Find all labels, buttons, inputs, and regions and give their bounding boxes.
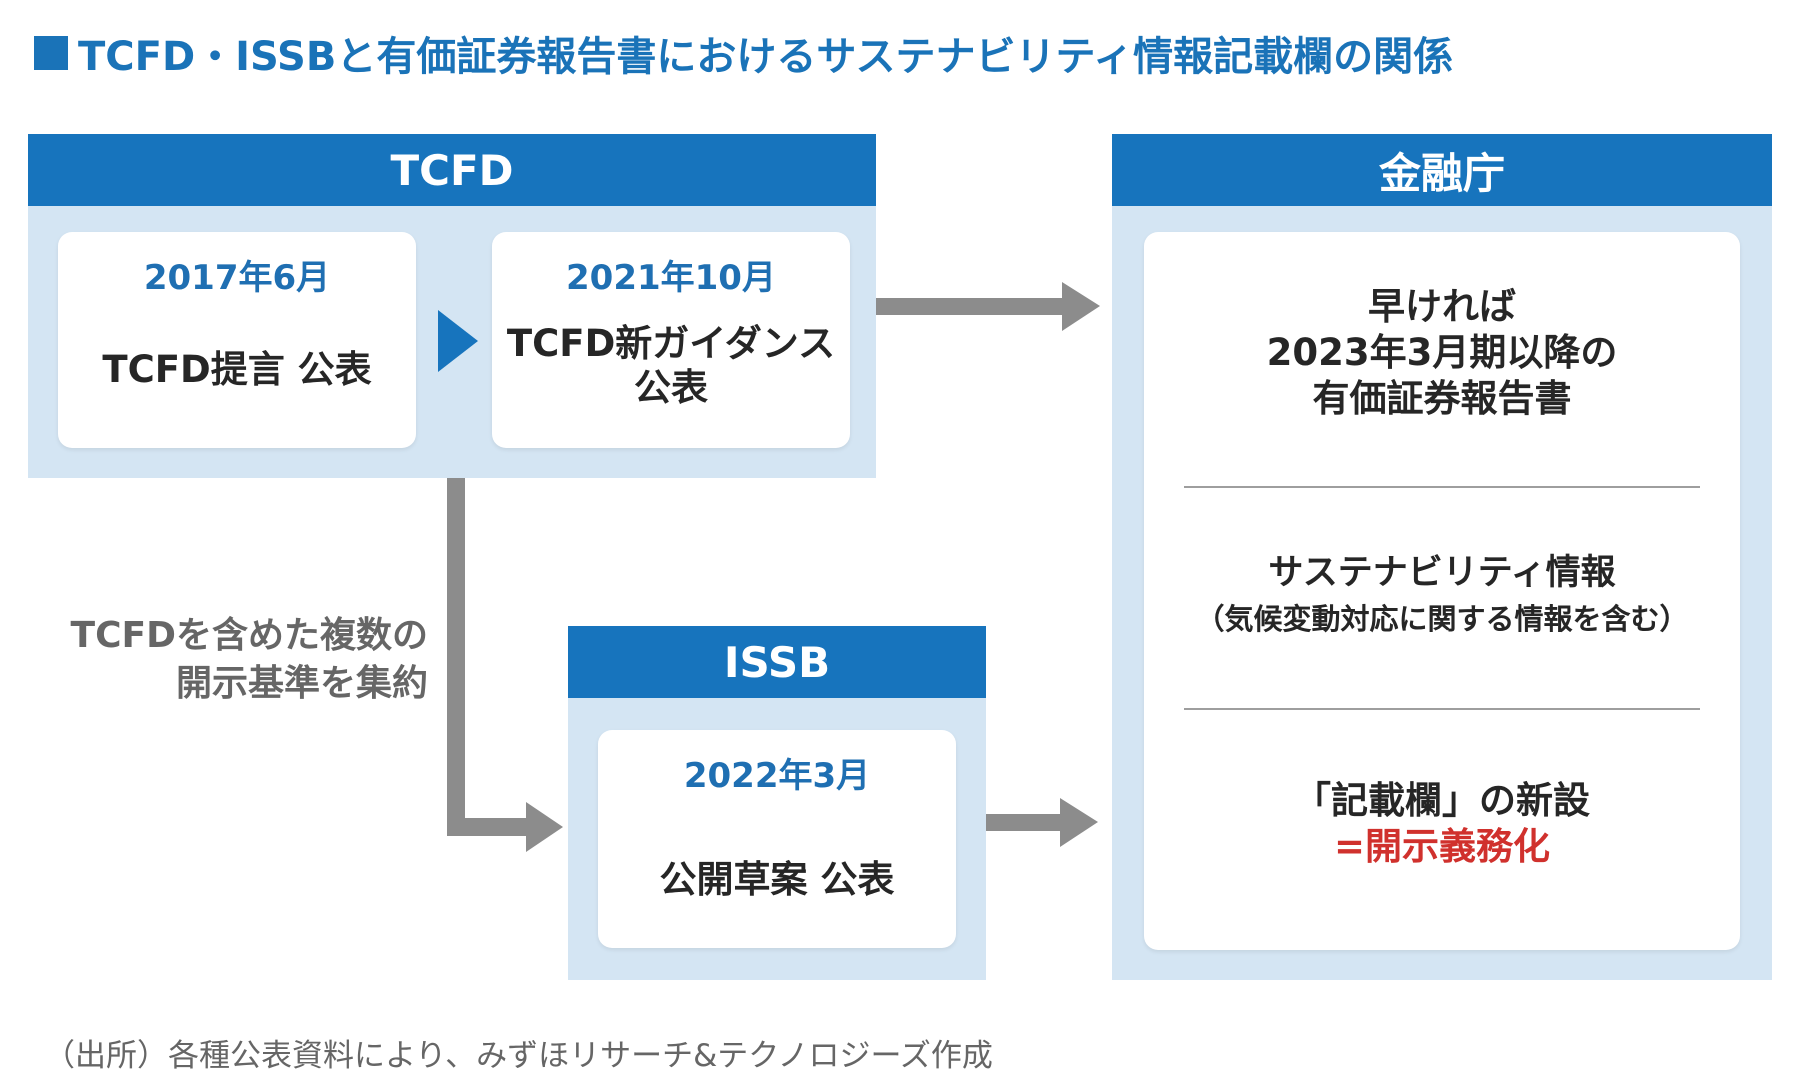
tcfd-event-card-2017: 2017年6月 TCFD提言 公表	[58, 232, 416, 448]
fsa-content-line1: サステナビリティ情報	[1268, 553, 1616, 593]
timeline-triangle-icon	[438, 310, 478, 372]
divider	[1184, 708, 1700, 710]
fsa-mandate-line1: 「記載欄」の新設	[1294, 779, 1590, 822]
fsa-timing-line2: 2023年3月期以降の	[1266, 331, 1618, 374]
diagram-title-text: TCFD・ISSBと有価証券報告書におけるサステナビリティ情報記載欄の関係	[78, 34, 1454, 80]
fsa-panel-header: 金融庁	[1112, 134, 1772, 206]
fsa-mandate-emphasis: =開示義務化	[1333, 825, 1550, 868]
fsa-timing-line3: 有価証券報告書	[1312, 377, 1572, 420]
arrow-tcfd-to-fsa	[872, 282, 1100, 331]
aggregation-note-line1: TCFDを含めた複数の	[70, 615, 428, 656]
fsa-content-block: サステナビリティ情報 （気候変動対応に関する情報を含む）	[1144, 550, 1740, 642]
source-note: （出所）各種公表資料により、みずほリサーチ&テクノロジーズ作成	[44, 1038, 993, 1074]
event-description: TCFD提言 公表	[102, 348, 372, 391]
arrow-tcfd-to-issb	[447, 478, 563, 852]
issb-panel: ISSB 2022年3月 公開草案 公表	[568, 626, 986, 980]
square-bullet-icon	[34, 36, 68, 70]
fsa-timing-line1: 早ければ	[1368, 285, 1516, 328]
issb-panel-header: ISSB	[568, 626, 986, 698]
aggregation-note-line2: 開示基準を集約	[175, 663, 428, 704]
diagram-title: TCFD・ISSBと有価証券報告書におけるサステナビリティ情報記載欄の関係	[34, 22, 1453, 84]
event-date: 2021年10月	[566, 258, 776, 298]
event-description-line2: 公表	[634, 366, 708, 409]
arrow-issb-to-fsa	[984, 798, 1098, 847]
tcfd-panel: TCFD 2017年6月 TCFD提言 公表 2021年10月 TCFD新ガイダ…	[28, 134, 876, 478]
event-description-line1: TCFD新ガイダンス	[506, 322, 836, 365]
event-description: 公開草案 公表	[659, 858, 895, 901]
fsa-content-line2: （気候変動対応に関する情報を含む）	[1195, 602, 1689, 636]
fsa-mandate-block: 「記載欄」の新設 =開示義務化	[1144, 778, 1740, 870]
issb-event-card-2022: 2022年3月 公開草案 公表	[598, 730, 956, 948]
event-date: 2022年3月	[683, 756, 871, 796]
fsa-timing-block: 早ければ 2023年3月期以降の 有価証券報告書	[1144, 284, 1740, 422]
aggregation-note: TCFDを含めた複数の 開示基準を集約	[38, 612, 428, 708]
tcfd-panel-header: TCFD	[28, 134, 876, 206]
fsa-panel: 金融庁 早ければ 2023年3月期以降の 有価証券報告書 サステナビリティ情報 …	[1112, 134, 1772, 980]
divider	[1184, 486, 1700, 488]
tcfd-event-card-2021: 2021年10月 TCFD新ガイダンス 公表	[492, 232, 850, 448]
fsa-content-card: 早ければ 2023年3月期以降の 有価証券報告書 サステナビリティ情報 （気候変…	[1144, 232, 1740, 950]
event-date: 2017年6月	[143, 258, 331, 298]
